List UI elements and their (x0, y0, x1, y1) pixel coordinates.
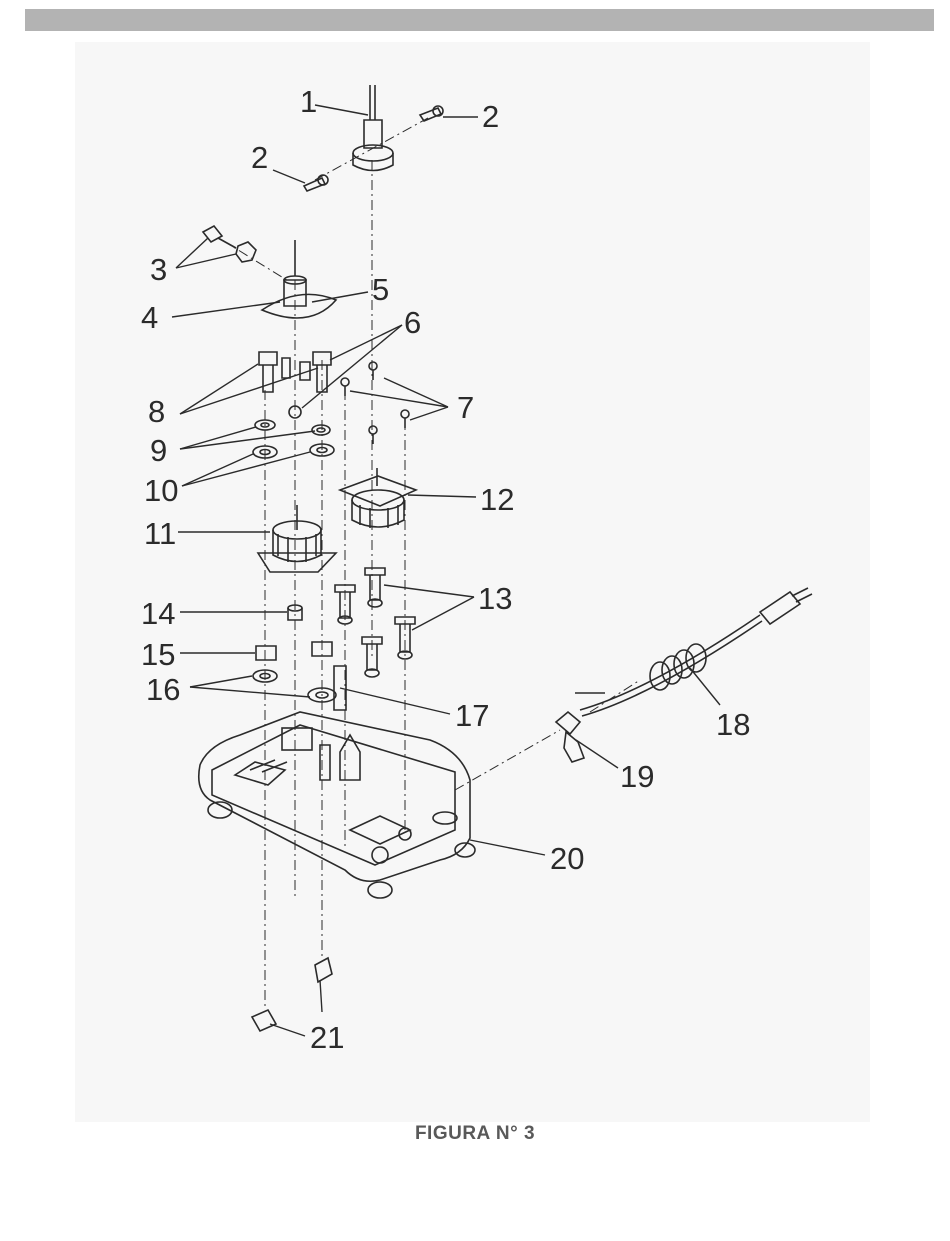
callout-2: 2 (251, 140, 268, 175)
part-bushings (253, 605, 346, 710)
callout-labels: 1 2 2 3 4 5 6 7 8 9 10 11 12 13 14 15 16… (141, 84, 750, 1055)
callout-10: 10 (144, 473, 178, 508)
callout-9: 9 (150, 433, 167, 468)
part-small-screws-7 (341, 362, 409, 444)
part-motor-right (340, 468, 416, 528)
callout-1: 1 (300, 84, 317, 119)
callout-2: 2 (482, 99, 499, 134)
assembly-axes (222, 118, 640, 1010)
callout-7: 7 (457, 390, 474, 425)
callout-4: 4 (141, 300, 158, 335)
callout-21: 21 (310, 1020, 344, 1055)
callout-17: 17 (455, 698, 489, 733)
part-shaft-top (353, 85, 393, 171)
callout-18: 18 (716, 707, 750, 742)
part-motor-left (258, 505, 336, 572)
part-power-cord (575, 588, 812, 716)
callout-12: 12 (480, 482, 514, 517)
callout-16: 16 (146, 672, 180, 707)
part-base (199, 712, 475, 898)
callout-6: 6 (404, 305, 421, 340)
callout-14: 14 (141, 596, 175, 631)
callout-15: 15 (141, 637, 175, 672)
figure-caption: FIGURA N° 3 (0, 1123, 950, 1145)
part-cord-clamp (556, 712, 584, 762)
part-coupling (262, 240, 336, 318)
callout-3: 3 (150, 252, 167, 287)
callout-13: 13 (478, 581, 512, 616)
part-small-screws-6 (282, 358, 310, 418)
callout-8: 8 (148, 394, 165, 429)
callout-19: 19 (620, 759, 654, 794)
callout-5: 5 (372, 272, 389, 307)
part-gear-shafts (335, 568, 415, 677)
callout-20: 20 (550, 841, 584, 876)
leader-lines (172, 105, 720, 1036)
callout-11: 11 (144, 516, 176, 551)
part-bolt-nut (203, 226, 256, 262)
